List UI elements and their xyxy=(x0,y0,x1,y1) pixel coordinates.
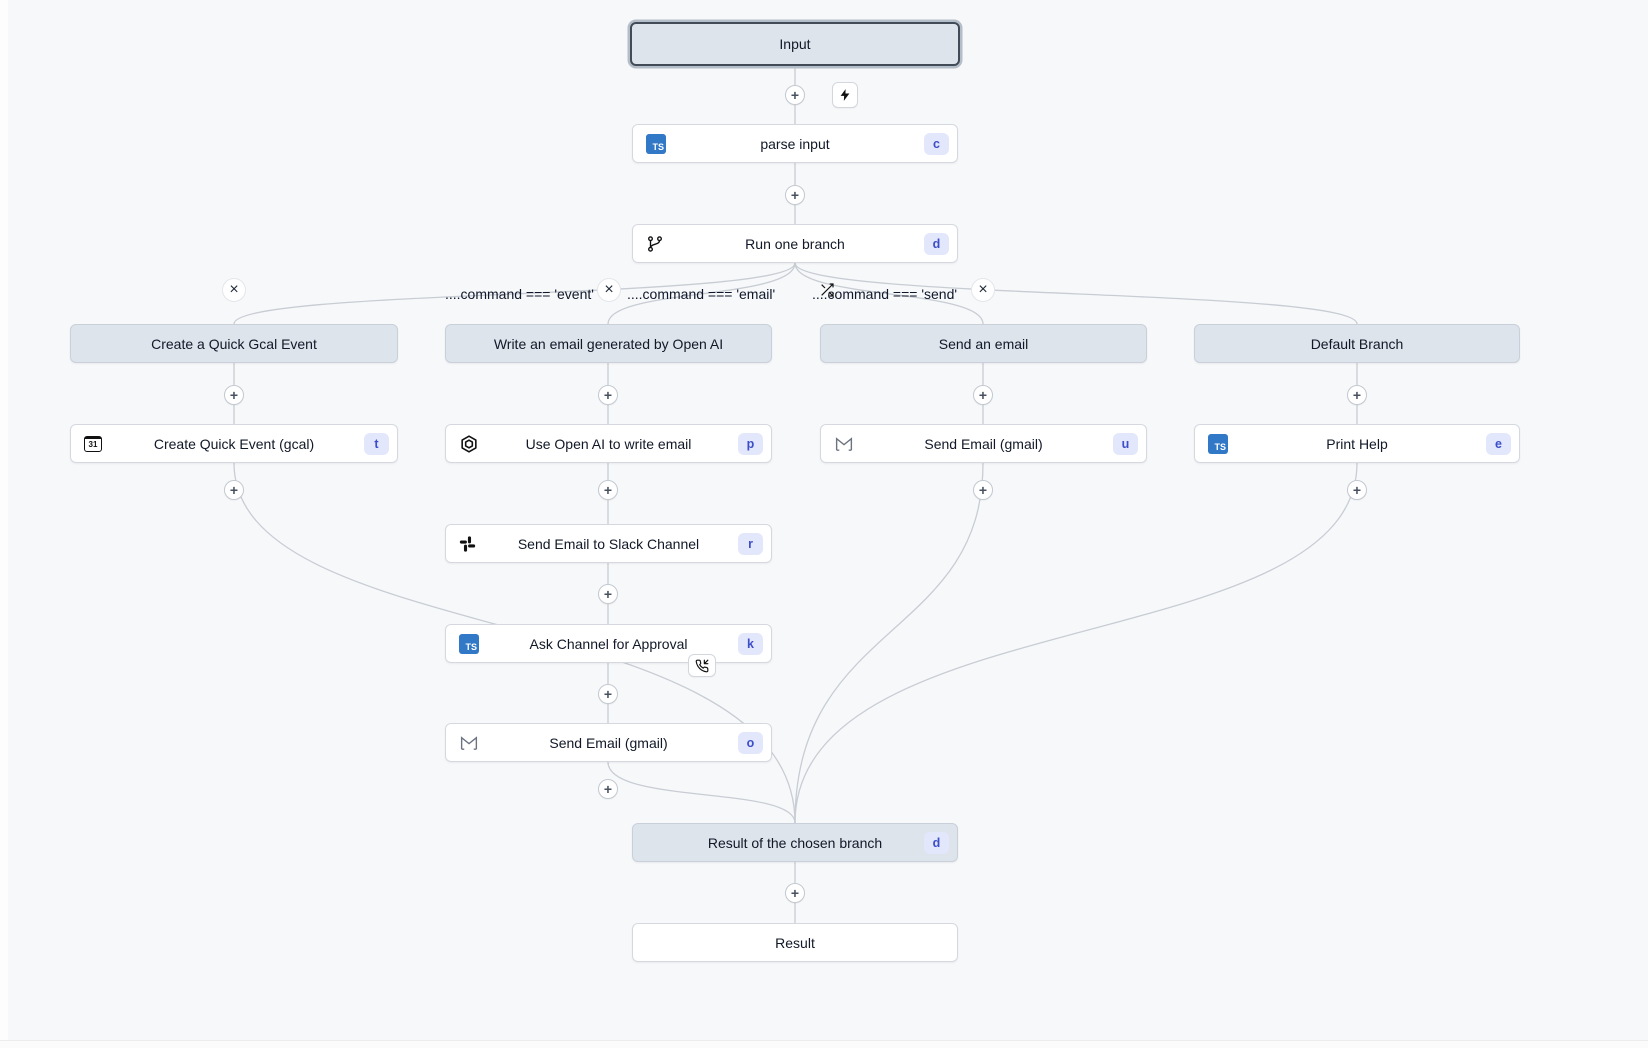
gmail-icon xyxy=(459,734,479,752)
gmail-icon xyxy=(834,435,854,453)
step-label: Create Quick Event (gcal) xyxy=(153,435,315,452)
shortcut-badge: d xyxy=(924,831,949,854)
add-step-button[interactable]: + xyxy=(598,779,618,799)
node-result-of-branch[interactable]: Result of the chosen branch d xyxy=(632,823,958,862)
plus-icon: + xyxy=(603,387,613,403)
step-node-print-help[interactable]: TS Print Help e xyxy=(1194,424,1520,463)
add-step-button[interactable]: + xyxy=(598,480,618,500)
remove-branch-button[interactable]: × xyxy=(971,278,995,302)
plus-icon: + xyxy=(1352,387,1362,403)
plus-icon: + xyxy=(603,482,613,498)
node-label: Input xyxy=(779,36,811,52)
add-step-button[interactable]: + xyxy=(1347,480,1367,500)
plus-icon: + xyxy=(229,387,239,403)
node-result[interactable]: Result xyxy=(632,923,958,962)
add-step-button[interactable]: + xyxy=(598,684,618,704)
step-node-openai-write-email[interactable]: Use Open AI to write email p xyxy=(445,424,772,463)
plus-icon: + xyxy=(790,187,800,203)
step-node-send-email-gmail[interactable]: Send Email (gmail) u xyxy=(820,424,1147,463)
step-label: Send Email to Slack Channel xyxy=(517,535,700,552)
add-step-button[interactable]: + xyxy=(973,385,993,405)
plus-icon: + xyxy=(1352,482,1362,498)
step-label: Send Email (gmail) xyxy=(924,435,1043,452)
shortcut-badge: u xyxy=(1113,432,1138,455)
add-step-button[interactable]: + xyxy=(785,85,805,105)
node-label: Result of the chosen branch xyxy=(707,834,883,851)
plus-icon: + xyxy=(790,87,800,103)
remove-branch-button[interactable]: × xyxy=(597,278,621,302)
bolt-icon xyxy=(838,88,852,102)
plus-icon: + xyxy=(978,482,988,498)
add-step-button[interactable]: + xyxy=(973,480,993,500)
typescript-icon: TS xyxy=(459,633,479,654)
bottom-scrollbar-area[interactable] xyxy=(0,1040,1648,1048)
shortcut-badge: e xyxy=(1486,432,1511,455)
left-panel-edge xyxy=(0,0,8,1048)
branch-header-default[interactable]: Default Branch xyxy=(1194,324,1520,363)
step-label: Use Open AI to write email xyxy=(525,435,692,452)
close-icon: × xyxy=(978,281,988,298)
step-label: Send Email (gmail) xyxy=(549,734,668,751)
branch-header-label: Default Branch xyxy=(1310,335,1404,352)
add-step-button[interactable]: + xyxy=(1347,385,1367,405)
step-node-send-email-slack[interactable]: Send Email to Slack Channel r xyxy=(445,524,772,563)
branch-header-send-email[interactable]: Send an email xyxy=(820,324,1147,363)
node-input[interactable]: Input xyxy=(630,22,960,66)
plus-icon: + xyxy=(603,781,613,797)
openai-icon xyxy=(459,434,479,454)
step-node-send-email-gmail-2[interactable]: Send Email (gmail) o xyxy=(445,723,772,762)
node-label: parse input xyxy=(760,135,830,152)
add-step-button[interactable]: + xyxy=(598,385,618,405)
shortcut-badge: r xyxy=(738,532,763,555)
git-branch-icon xyxy=(646,235,664,253)
typescript-icon: TS xyxy=(646,133,666,154)
shortcut-badge: t xyxy=(364,432,389,455)
plus-icon: + xyxy=(229,482,239,498)
add-step-button[interactable]: + xyxy=(224,480,244,500)
branch-header-openai-email[interactable]: Write an email generated by Open AI xyxy=(445,324,772,363)
step-label: Ask Channel for Approval xyxy=(529,635,688,652)
add-step-button[interactable]: + xyxy=(785,185,805,205)
shortcut-badge: k xyxy=(738,632,763,655)
shuffle-icon xyxy=(819,282,835,298)
suspend-approval-badge xyxy=(688,654,716,677)
close-icon: × xyxy=(604,281,614,298)
remove-branch-button[interactable]: × xyxy=(222,278,246,302)
step-node-create-quick-event[interactable]: 31 Create Quick Event (gcal) t xyxy=(70,424,398,463)
shortcut-badge: o xyxy=(738,731,763,754)
slack-icon xyxy=(459,535,476,552)
typescript-icon: TS xyxy=(1208,433,1228,454)
add-step-button[interactable]: + xyxy=(224,385,244,405)
shortcut-badge: c xyxy=(924,132,949,155)
plus-icon: + xyxy=(790,885,800,901)
branch-header-label: Write an email generated by Open AI xyxy=(493,335,724,352)
node-label: Result xyxy=(775,934,815,951)
add-step-button[interactable]: + xyxy=(785,883,805,903)
branch-header-label: Create a Quick Gcal Event xyxy=(151,335,317,352)
branch-condition-label: ....command === 'event' xyxy=(445,286,594,302)
close-icon: × xyxy=(229,281,239,298)
plus-icon: + xyxy=(603,686,613,702)
step-label: Print Help xyxy=(1326,435,1388,452)
add-step-button[interactable]: + xyxy=(598,584,618,604)
calendar-icon: 31 xyxy=(84,435,102,452)
branch-condition-label: ....command === 'send' xyxy=(812,286,958,302)
branch-condition-label: ....command === 'email' xyxy=(627,286,776,302)
branch-header-gcal-event[interactable]: Create a Quick Gcal Event xyxy=(70,324,398,363)
plus-icon: + xyxy=(603,586,613,602)
node-run-one-branch[interactable]: Run one branch d xyxy=(632,224,958,263)
phone-incoming-icon xyxy=(695,659,709,673)
shortcut-badge: p xyxy=(738,432,763,455)
shortcut-badge: d xyxy=(924,232,949,255)
node-label: Run one branch xyxy=(745,235,845,252)
branch-header-label: Send an email xyxy=(938,335,1029,352)
plus-icon: + xyxy=(978,387,988,403)
node-parse-input[interactable]: TS parse input c xyxy=(632,124,958,163)
step-node-ask-channel-approval[interactable]: TS Ask Channel for Approval k xyxy=(445,624,772,663)
trigger-bolt-button[interactable] xyxy=(832,82,858,108)
